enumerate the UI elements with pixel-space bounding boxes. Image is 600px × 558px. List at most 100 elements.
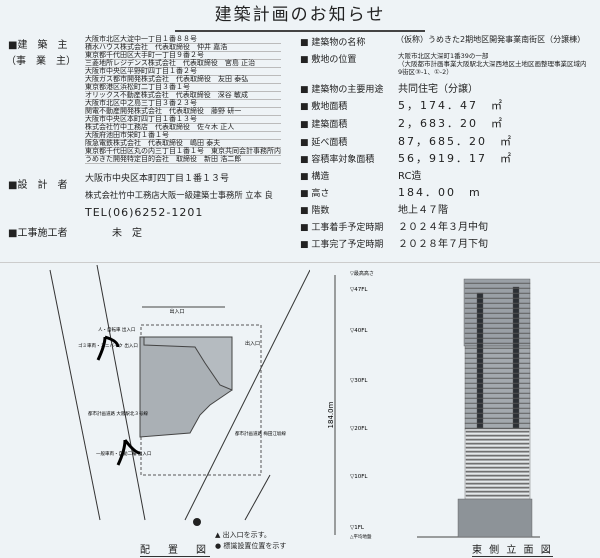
legend-sign: ● 標識設置位置を示す [215,542,287,550]
tower-part [465,458,530,461]
floors-label: ■ 階数 [300,206,330,216]
structure-label: ■ 構造 [300,172,330,182]
designer-company: 株式会社竹中工務店大阪一級建築士事務所 立本 良 [85,190,273,200]
use-label: ■ 建築物の主要用途 [300,85,384,95]
entrance-label: 出入口 [169,308,184,315]
far-area-label: ■ 容積率対象面積 [300,155,375,165]
tower-part [465,430,530,433]
owner-line: 大阪市北区中之島三丁目３番２３号 [85,100,281,108]
floor-level-label: ▽10FL [350,474,368,480]
road-label: 都市計画道路 梅田江坂線 [235,430,286,437]
tower-part [464,407,531,409]
tower-part [464,327,531,329]
tower-part [464,332,531,334]
tower-part [464,302,531,304]
ground-label: △平均地盤 [350,533,372,540]
designer-phone: TEL(06)6252-1201 [85,206,204,219]
owner-line: うめきた開発特定目的会社 取締役 新田 浩二郎 [85,156,281,164]
tower-part [465,450,530,453]
legend-entrance: ▲ 出入口を示す。 [215,531,271,539]
end-value: ２０２８年７月下旬 [398,239,488,250]
tower-part [464,307,531,309]
floors-value: 地上４７階 [398,205,448,216]
contractor-label: ■工事施工者 [8,228,68,239]
tower-part [464,412,531,414]
tower-part [464,337,531,339]
floor-level-label: ▽1FL [350,525,365,531]
tower-part [464,422,531,424]
tower-part [465,462,530,465]
floor-area-value: 87，685．20 ㎡ [398,135,513,148]
tower-part [465,466,530,469]
name-label: ■ 建築物の名称 [300,38,366,48]
tower-part [465,494,530,497]
site-plan-caption: 配 置 図 [140,541,210,557]
tower-part [465,470,530,473]
tower-part [465,486,530,489]
sign-position-marker [193,518,201,526]
tower-part [464,347,531,349]
tower-part [465,478,530,481]
tower-part [464,312,531,314]
tower-part [464,382,531,384]
floor-level-label: ▽20FL [350,426,368,432]
page-title: 建築計画のお知らせ [175,2,425,32]
tower-part [464,427,531,429]
floor-level-label: ▽30FL [350,378,368,384]
owner-line: 東京都港区浜松町二丁目３番１号 [85,84,281,92]
site-plan: 出入口 出入口 人・自転車 出入口 ゴミ車両・ミニバイク 出入口 一般車両・自動… [49,265,310,526]
use-value: 共同住宅（分譲） [398,84,478,95]
designer-label: ■設 計 者 [8,180,68,191]
owner-line: 大阪ガス都市開発株式会社 代表取締役 友田 泰弘 [85,76,281,84]
owner-line: 三菱地所レジデンス株式会社 代表取締役 宮島 正治 [85,60,281,68]
tower-part [465,474,530,477]
tower-part [464,292,531,294]
tower-part [465,446,530,449]
contractor-value: 未 定 [112,228,142,239]
tower-part [464,392,531,394]
tower-part [465,438,530,441]
owner-line: 株式会社竹中工務店 代表取締役 佐々木 正人 [85,124,281,132]
tower-part [464,362,531,364]
elevation-caption: 東 側 立 面 図 [472,541,553,557]
floor-area-label: ■ 延べ面積 [300,138,348,148]
building-area-label: ■ 建築面積 [300,120,348,130]
owner-line: 積水ハウス株式会社 代表取締役 仲井 嘉浩 [85,44,281,52]
tower-part [464,322,531,324]
owner-line: 東京都千代田区大手町一丁目９番２号 [85,52,281,60]
designer-address: 大阪市中央区本町四丁目１番１３号 [85,174,230,184]
height-value: 184．00 m [398,186,482,199]
name-value: （仮称）うめきた2期地区開発事業南街区（分譲棟） [396,35,586,44]
end-label: ■ 工事完了予定時期 [300,240,384,250]
floor-level-label: ▽47FL [350,287,368,293]
site-area-value: 5，174．47 ㎡ [398,99,504,112]
tower-part [464,357,531,359]
owner-line: 阪急電鉄株式会社 代表取締役 嶋田 泰夫 [85,140,281,148]
location-line: 大阪市北区大深町1番39の一部 [398,52,489,60]
owner-line: 関電不動産開発株式会社 代表取締役 藤野 研一 [85,108,281,116]
divider [0,262,600,263]
owner-line: 大阪市中央区平野町四丁目１番２号 [85,68,281,76]
tower-part [465,434,530,437]
owner-line: オリックス不動産株式会社 代表取締役 深谷 敏成 [85,92,281,100]
tower-part [464,372,531,374]
tower-part [464,367,531,369]
tower-part [465,442,530,445]
building-area-value: 2，683．20 ㎡ [398,117,504,130]
tower-part [464,402,531,404]
tower-part [465,482,530,485]
height-dimension: 184.0m [327,401,335,428]
elevation-drawing: 184.0m ▽最高高さ △平均地盤 ▽47FL▽40FL▽30FL▽20FL▽… [327,270,540,540]
floor-level-label: ▽40FL [350,328,368,334]
tower-part [464,377,531,379]
tower-part [465,454,530,457]
entrance-label: ゴミ車両・ミニバイク 出入口 [78,342,138,349]
owner-line: 東京都千代田区丸の内三丁目１番１号 東京共同会計事務所内 [85,147,281,156]
tower-part [464,282,531,284]
start-value: ２０２４年３月中旬 [398,222,488,233]
tower-part [464,317,531,319]
tower-part [464,352,531,354]
tower-part [464,387,531,389]
owner-line: 大阪市中央区本町四丁目１番１３号 [85,116,281,124]
site-area-label: ■ 敷地面積 [300,102,348,112]
